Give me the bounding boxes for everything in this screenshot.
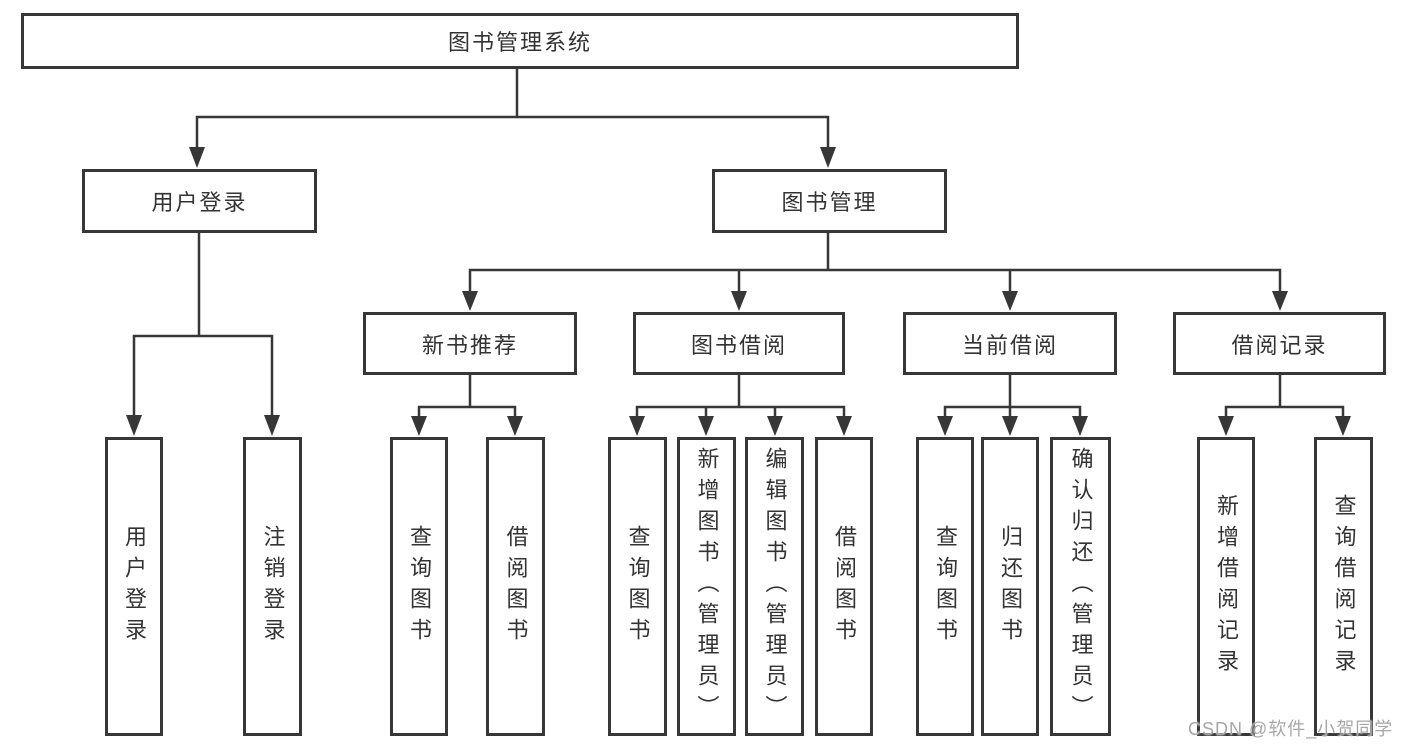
leaf-edit-books-admin-label: 编辑图书（管理员） [762,447,788,726]
node-current-borrowing: 当前借阅 [903,312,1117,375]
leaf-confirm-return-admin-label: 确认归还（管理员） [1068,447,1094,726]
leaf-query-books-recommend-label: 查询图书 [407,524,432,649]
leaf-borrow-books-recommend-label: 借阅图书 [503,524,529,649]
edge-borrowing-children [635,373,846,421]
leaf-return-books: 归还图书 [981,437,1039,736]
edge-recommend-children [417,373,517,421]
watermark: CSDN @软件_小贺同学 [1188,719,1394,739]
leaf-borrow-books-recommend: 借阅图书 [486,437,545,736]
node-user-login: 用户登录 [82,169,317,233]
leaf-return-books-label: 归还图书 [998,524,1023,649]
leaf-add-borrow-record: 新增借阅记录 [1197,437,1255,736]
leaf-query-borrow-record: 查询借阅记录 [1314,437,1373,736]
edge-user-login-children [132,231,274,420]
edge-book-mgmt-children [468,231,1282,296]
leaf-logout: 注销登录 [243,437,302,736]
leaf-borrow-books-borrowing: 借阅图书 [815,437,873,736]
leaf-query-books-borrowing-label: 查询图书 [625,524,651,649]
leaf-query-books-borrowing: 查询图书 [608,437,667,736]
leaf-edit-books-admin: 编辑图书（管理员） [745,437,804,736]
leaf-logout-label: 注销登录 [260,524,286,649]
edge-root-to-level2 [195,67,830,152]
leaf-add-books-admin: 新增图书（管理员） [677,437,736,736]
edge-records-children [1224,373,1345,421]
leaf-user-login: 用户登录 [105,437,163,736]
leaf-add-borrow-record-label: 新增借阅记录 [1214,493,1239,680]
leaf-borrow-books-borrowing-label: 借阅图书 [832,524,857,649]
leaf-user-login-label: 用户登录 [122,524,147,649]
leaf-query-books-current: 查询图书 [916,437,974,736]
node-new-book-recommendation: 新书推荐 [363,312,577,375]
leaf-query-books-recommend: 查询图书 [390,437,448,736]
node-borrowing-records: 借阅记录 [1173,312,1386,375]
leaf-confirm-return-admin: 确认归还（管理员） [1050,437,1111,736]
node-book-management: 图书管理 [712,169,947,233]
leaf-query-books-current-label: 查询图书 [933,524,958,649]
leaf-query-borrow-record-label: 查询借阅记录 [1331,493,1357,680]
edge-current-children [943,373,1082,421]
arrowheads [126,147,1351,436]
node-book-borrowing: 图书借阅 [633,312,845,375]
node-library-management-system: 图书管理系统 [21,13,1019,69]
leaf-add-books-admin-label: 新增图书（管理员） [694,447,720,726]
